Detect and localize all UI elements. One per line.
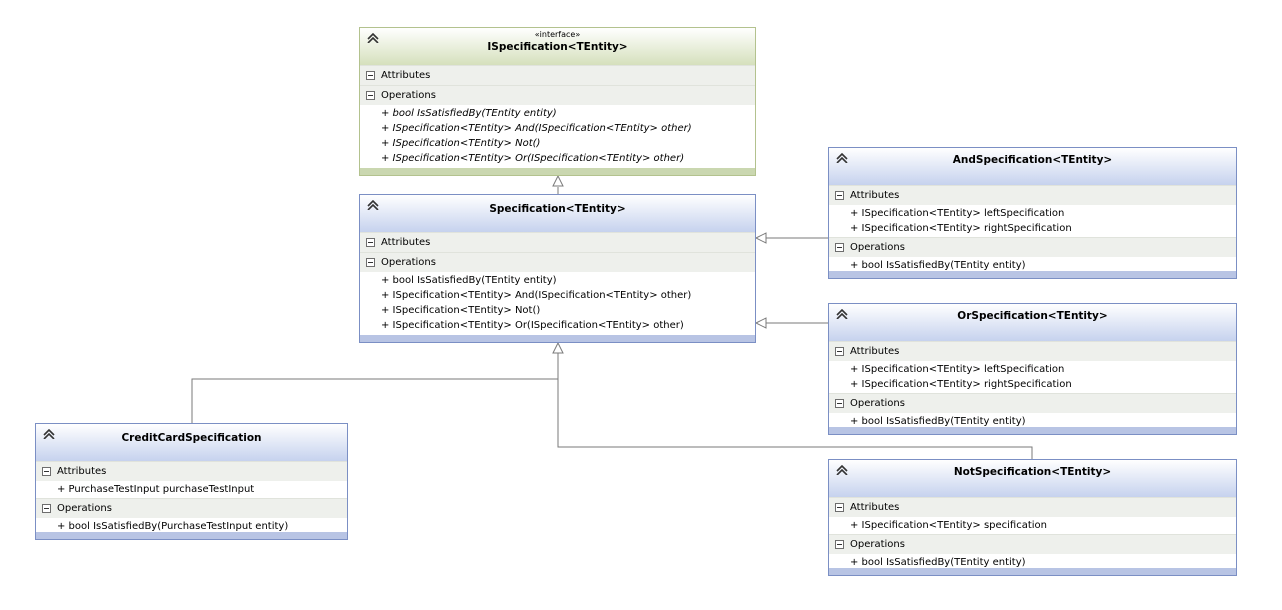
operation-item[interactable]: + ISpecification<TEntity> Not() bbox=[381, 138, 541, 149]
attribute-item[interactable]: + ISpecification<TEntity> leftSpecificat… bbox=[850, 208, 1065, 219]
minus-box-icon[interactable] bbox=[835, 540, 844, 549]
double-chevron-up-icon[interactable] bbox=[836, 153, 848, 163]
minus-box-icon[interactable] bbox=[835, 243, 844, 252]
class-footer bbox=[360, 168, 755, 175]
orspecification-class[interactable]: OrSpecification<TEntity> Attributes + IS… bbox=[828, 303, 1237, 435]
operations-list: + bool IsSatisfiedBy(TEntity entity) bbox=[829, 554, 1236, 571]
operation-item[interactable]: + bool IsSatisfiedBy(PurchaseTestInput e… bbox=[57, 521, 289, 532]
attributes-section[interactable]: Attributes bbox=[829, 341, 1236, 361]
operation-item[interactable]: + bool IsSatisfiedBy(TEntity entity) bbox=[381, 108, 557, 119]
attributes-list: + ISpecification<TEntity> specification bbox=[829, 517, 1236, 534]
operation-item[interactable]: + bool IsSatisfiedBy(TEntity entity) bbox=[850, 260, 1026, 271]
attributes-section[interactable]: Attributes bbox=[829, 185, 1236, 205]
spec-arrowhead-from-and bbox=[754, 232, 767, 244]
double-chevron-up-icon[interactable] bbox=[836, 309, 848, 319]
notspecification-header[interactable]: NotSpecification<TEntity> bbox=[829, 460, 1236, 497]
class-title: AndSpecification<TEntity> bbox=[952, 154, 1113, 166]
class-footer bbox=[829, 568, 1236, 575]
class-title: ISpecification<TEntity> bbox=[487, 41, 628, 53]
operations-list: + bool IsSatisfiedBy(TEntity entity) + I… bbox=[360, 272, 755, 334]
orspecification-header[interactable]: OrSpecification<TEntity> bbox=[829, 304, 1236, 341]
operations-section[interactable]: Operations bbox=[829, 534, 1236, 554]
class-title: NotSpecification<TEntity> bbox=[953, 466, 1112, 478]
attributes-section[interactable]: Attributes bbox=[360, 232, 755, 252]
specification-class[interactable]: Specification<TEntity> Attributes Operat… bbox=[359, 194, 756, 343]
minus-box-icon[interactable] bbox=[835, 399, 844, 408]
class-title: CreditCardSpecification bbox=[121, 432, 262, 444]
creditcardspecification-class[interactable]: CreditCardSpecification Attributes + Pur… bbox=[35, 423, 348, 540]
class-title: OrSpecification<TEntity> bbox=[957, 310, 1108, 322]
minus-box-icon[interactable] bbox=[366, 91, 375, 100]
operation-item[interactable]: + ISpecification<TEntity> And(ISpecifica… bbox=[381, 290, 692, 301]
class-title: Specification<TEntity> bbox=[489, 203, 626, 215]
minus-box-icon[interactable] bbox=[835, 191, 844, 200]
minus-box-icon[interactable] bbox=[835, 503, 844, 512]
spec-arrowhead-bottom bbox=[552, 341, 564, 354]
minus-box-icon[interactable] bbox=[42, 467, 51, 476]
stereotype-label: «interface» bbox=[534, 30, 581, 39]
attribute-item[interactable]: + ISpecification<TEntity> leftSpecificat… bbox=[850, 364, 1065, 375]
operation-item[interactable]: + bool IsSatisfiedBy(TEntity entity) bbox=[381, 275, 557, 286]
inheritance-cc-to-spec bbox=[191, 378, 558, 423]
attribute-item[interactable]: + ISpecification<TEntity> specification bbox=[850, 520, 1048, 531]
attribute-item[interactable]: + ISpecification<TEntity> rightSpecifica… bbox=[850, 223, 1072, 234]
operation-item[interactable]: + ISpecification<TEntity> Or(ISpecificat… bbox=[381, 320, 684, 331]
attributes-section[interactable]: Attributes bbox=[829, 497, 1236, 517]
operations-section[interactable]: Operations bbox=[360, 252, 755, 272]
class-footer bbox=[360, 335, 755, 342]
attributes-section[interactable]: Attributes bbox=[36, 461, 347, 481]
minus-box-icon[interactable] bbox=[366, 258, 375, 267]
attribute-item[interactable]: + ISpecification<TEntity> rightSpecifica… bbox=[850, 379, 1072, 390]
inheritance-not-to-spec bbox=[557, 353, 1033, 459]
class-footer bbox=[829, 427, 1236, 434]
operation-item[interactable]: + ISpecification<TEntity> Or(ISpecificat… bbox=[381, 153, 685, 164]
operation-item[interactable]: + bool IsSatisfiedBy(TEntity entity) bbox=[850, 557, 1026, 568]
operation-item[interactable]: + ISpecification<TEntity> And(ISpecifica… bbox=[381, 123, 692, 134]
class-footer bbox=[36, 532, 347, 539]
attributes-section[interactable]: Attributes bbox=[360, 65, 755, 85]
double-chevron-up-icon[interactable] bbox=[367, 200, 379, 210]
operations-section[interactable]: Operations bbox=[360, 85, 755, 105]
operations-list: + bool IsSatisfiedBy(TEntity entity) bbox=[829, 257, 1236, 274]
andspecification-header[interactable]: AndSpecification<TEntity> bbox=[829, 148, 1236, 185]
minus-box-icon[interactable] bbox=[366, 238, 375, 247]
attributes-list: + ISpecification<TEntity> leftSpecificat… bbox=[829, 205, 1236, 237]
operation-item[interactable]: + ISpecification<TEntity> Not() bbox=[381, 305, 541, 316]
ispecification-header[interactable]: «interface» ISpecification<TEntity> bbox=[360, 28, 755, 65]
minus-box-icon[interactable] bbox=[366, 71, 375, 80]
operations-section[interactable]: Operations bbox=[829, 393, 1236, 413]
ispecification-interface[interactable]: «interface» ISpecification<TEntity> Attr… bbox=[359, 27, 756, 176]
ispec-generalization-arrowhead bbox=[552, 174, 564, 187]
operations-list: + bool IsSatisfiedBy(PurchaseTestInput e… bbox=[36, 518, 347, 535]
double-chevron-up-icon[interactable] bbox=[367, 33, 379, 43]
attribute-item[interactable]: + PurchaseTestInput purchaseTestInput bbox=[57, 484, 255, 495]
attributes-list: + ISpecification<TEntity> leftSpecificat… bbox=[829, 361, 1236, 393]
creditcardspecification-header[interactable]: CreditCardSpecification bbox=[36, 424, 347, 461]
operation-item[interactable]: + bool IsSatisfiedBy(TEntity entity) bbox=[850, 416, 1026, 427]
minus-box-icon[interactable] bbox=[42, 504, 51, 513]
operations-list: + bool IsSatisfiedBy(TEntity entity) + I… bbox=[360, 105, 755, 167]
attributes-list: + PurchaseTestInput purchaseTestInput bbox=[36, 481, 347, 498]
specification-header[interactable]: Specification<TEntity> bbox=[360, 195, 755, 232]
class-footer bbox=[829, 271, 1236, 278]
spec-arrowhead-from-or bbox=[754, 317, 767, 329]
operations-section[interactable]: Operations bbox=[829, 237, 1236, 257]
operations-list: + bool IsSatisfiedBy(TEntity entity) bbox=[829, 413, 1236, 430]
operations-section[interactable]: Operations bbox=[36, 498, 347, 518]
minus-box-icon[interactable] bbox=[835, 347, 844, 356]
double-chevron-up-icon[interactable] bbox=[836, 465, 848, 475]
notspecification-class[interactable]: NotSpecification<TEntity> Attributes + I… bbox=[828, 459, 1237, 576]
double-chevron-up-icon[interactable] bbox=[43, 429, 55, 439]
andspecification-class[interactable]: AndSpecification<TEntity> Attributes + I… bbox=[828, 147, 1237, 279]
